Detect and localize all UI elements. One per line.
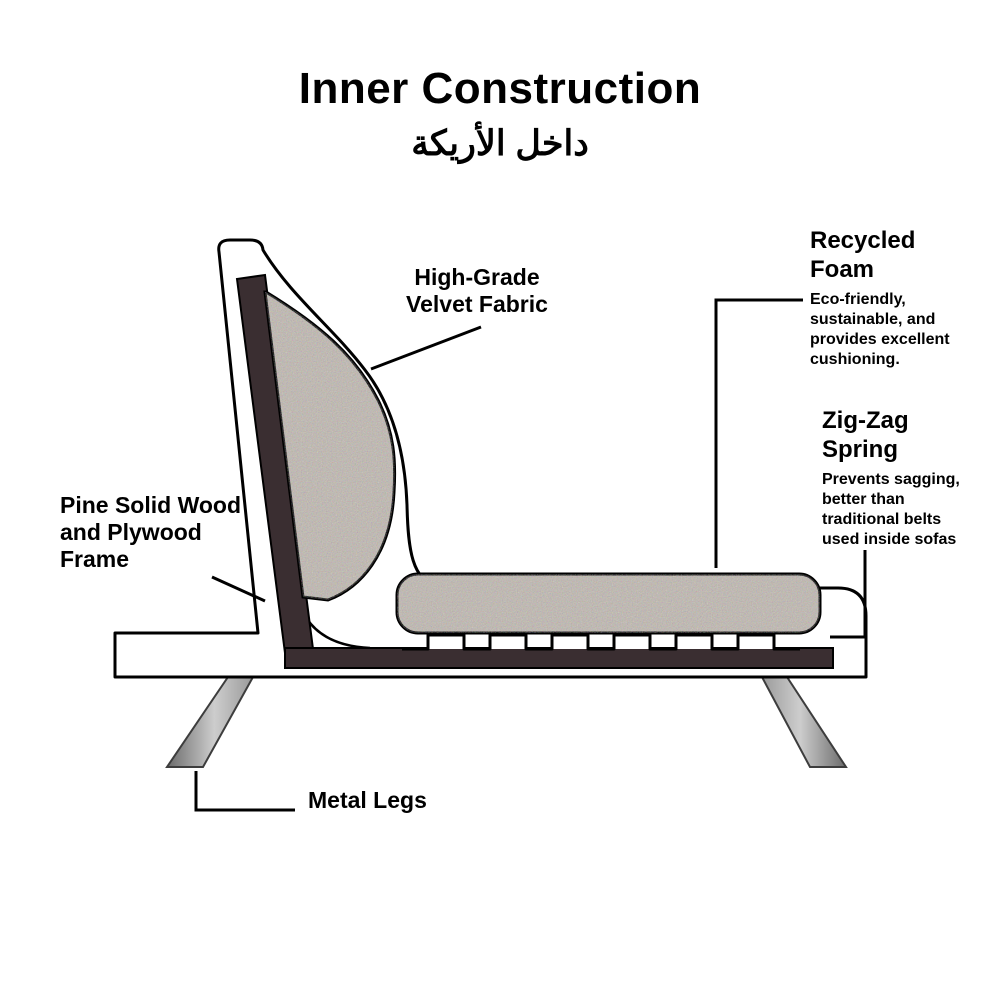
label-desc-line: cushioning. — [810, 351, 900, 368]
label-heading-line: Zig-Zag — [822, 407, 909, 434]
label-line: Velvet Fabric — [406, 291, 548, 317]
pine-frame-leader-line — [211, 575, 266, 603]
velvet-leader-line — [370, 325, 482, 371]
label-velvet-fabric: High-Grade Velvet Fabric — [347, 264, 607, 318]
label-desc-line: sustainable, and — [810, 311, 936, 328]
label-desc-line: used inside sofas — [822, 531, 957, 548]
zigzag-springs — [402, 633, 800, 651]
label-line: Frame — [60, 546, 130, 572]
label-line: High-Grade — [414, 264, 540, 290]
label-heading-line: Recycled — [810, 227, 916, 254]
seat-cushion-foam-texture — [397, 574, 820, 633]
recycled-foam-leader-line — [714, 298, 803, 568]
zigzag-spring-leader-line — [830, 550, 867, 639]
label-zigzag-spring: Zig-Zag Spring Prevents sagging, better … — [822, 406, 1000, 550]
label-metal-legs: Metal Legs — [308, 787, 528, 814]
seat-wood-plank — [284, 647, 834, 669]
label-heading-line: Foam — [810, 256, 875, 283]
label-pine-frame: Pine Solid Wood and Plywood Frame — [60, 492, 300, 573]
metal-leg-right — [760, 676, 848, 768]
backrest-foam-texture — [265, 292, 395, 600]
metal-legs-leader-line — [194, 771, 295, 812]
label-desc-line: Prevents sagging, — [822, 471, 960, 488]
label-desc-line: Eco-friendly, — [810, 291, 906, 308]
label-desc-line: better than — [822, 491, 905, 508]
label-line: Metal Legs — [308, 787, 427, 813]
label-recycled-foam: Recycled Foam Eco-friendly, sustainable,… — [810, 226, 1000, 370]
label-heading-line: Spring — [822, 436, 898, 463]
label-line: Pine Solid Wood — [60, 492, 242, 518]
label-line: and Plywood — [60, 519, 202, 545]
page-subtitle-arabic: داخل الأريكة — [411, 124, 589, 163]
page-title: Inner Construction — [298, 64, 702, 113]
label-desc-line: provides excellent — [810, 331, 950, 348]
metal-leg-left — [165, 676, 255, 768]
label-desc-line: traditional belts — [822, 511, 942, 528]
